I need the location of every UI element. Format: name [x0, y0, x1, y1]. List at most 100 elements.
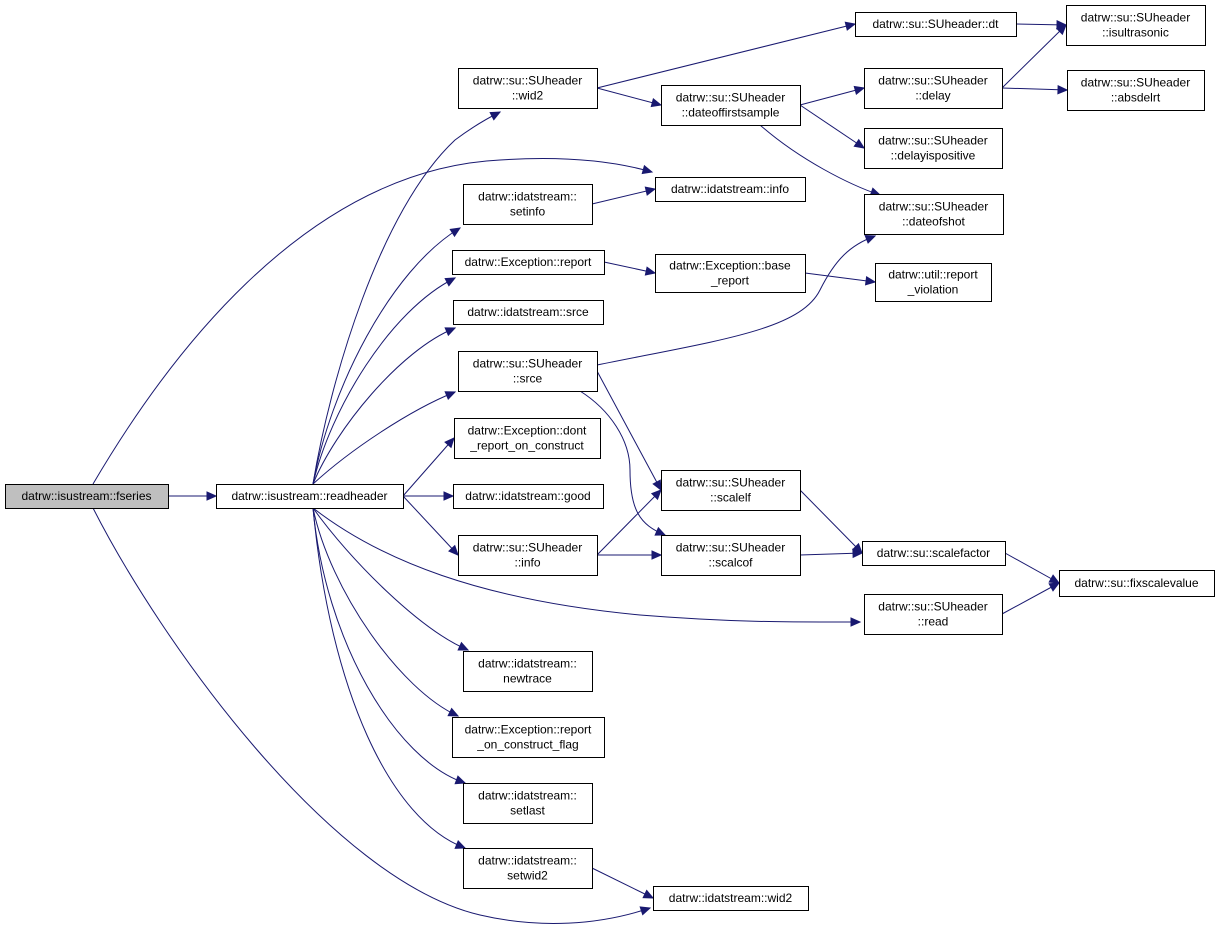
node-ids_setinfo[interactable]: datrw::idatstream::setinfo: [463, 184, 593, 225]
arrowhead-readheader-to-exc_flag: [447, 707, 460, 717]
node-box: [1067, 70, 1205, 111]
node-su_dofs[interactable]: datrw::su::SUheader::dateoffirstsample: [661, 85, 801, 126]
node-label: datrw::util::report: [888, 268, 978, 282]
node-box: [862, 541, 1006, 566]
node-su_absdelrt[interactable]: datrw::su::SUheader::absdelrt: [1067, 70, 1205, 111]
node-box: [458, 68, 598, 109]
arrowhead-readheader-to-su_wid2: [489, 111, 502, 121]
arrowhead-su_wid2-to-su_dofs: [650, 97, 663, 108]
node-box: [864, 194, 1004, 235]
edge-su_scalcof-to-su_scalefactor: [799, 552, 863, 556]
node-box: [864, 68, 1003, 109]
node-label: datrw::su::SUheader: [473, 74, 582, 88]
arrowhead-readheader-to-su_read: [850, 617, 862, 627]
node-ids_setwid2[interactable]: datrw::idatstream::setwid2: [463, 848, 593, 889]
node-su_scalelf[interactable]: datrw::su::SUheader::scalelf: [661, 470, 801, 511]
node-label: datrw::su::SUheader: [473, 357, 582, 371]
node-exc_dont[interactable]: datrw::Exception::dont_report_on_constru…: [454, 418, 601, 459]
node-su_info[interactable]: datrw::su::SUheader::info: [458, 535, 598, 576]
arrowhead-fseries-to-ids_info: [641, 164, 654, 175]
arrowhead-ids_setinfo-to-ids_info: [644, 186, 657, 196]
node-ids_setlast[interactable]: datrw::idatstream::setlast: [463, 783, 593, 824]
nodes-layer: datrw::isustream::fseries datrw::isustrea…: [5, 5, 1215, 911]
arrowhead-su_info-to-su_scalelf: [650, 489, 662, 501]
arrowhead-ids_setwid2-to-ids_wid2: [642, 889, 655, 899]
node-label: newtrace: [503, 672, 552, 686]
node-su_scalefactor[interactable]: datrw::su::scalefactor: [862, 541, 1006, 566]
node-box: [452, 717, 605, 758]
arrowhead-readheader-to-exc_report: [444, 277, 457, 287]
node-label: datrw::Exception::dont: [468, 424, 587, 438]
arrowhead-su_delay-to-su_isultra: [1055, 24, 1067, 36]
node-label: datrw::idatstream::: [478, 657, 577, 671]
node-ids_info[interactable]: datrw::idatstream::info: [655, 177, 806, 202]
node-su_fixscale[interactable]: datrw::su::fixscalevalue: [1059, 570, 1215, 597]
node-label: datrw::isustream::fseries: [21, 489, 151, 503]
edge-su_srce-to-su_scalelf: [596, 370, 662, 491]
edge-su_delay-to-su_isultra: [1001, 24, 1067, 89]
node-label: setinfo: [510, 205, 546, 219]
node-su_scalcof[interactable]: datrw::su::SUheader::scalcof: [661, 535, 801, 576]
node-readheader[interactable]: datrw::isustream::readheader: [216, 484, 404, 509]
edge-su_delay-to-su_absdelrt: [1001, 87, 1068, 91]
node-su_delaypos[interactable]: datrw::su::SUheader::delayispositive: [864, 128, 1003, 169]
node-exc_base[interactable]: datrw::Exception::base_report: [655, 254, 806, 293]
arrowhead-readheader-to-ids_srce: [444, 327, 457, 337]
edge-readheader-to-ids_setwid2: [312, 507, 466, 849]
edge-su_info-to-su_scalelf: [596, 489, 662, 556]
node-ids_wid2[interactable]: datrw::idatstream::wid2: [653, 886, 809, 911]
node-su_dateofshot[interactable]: datrw::su::SUheader::dateofshot: [864, 194, 1004, 235]
node-label: datrw::su::SUheader: [1081, 76, 1190, 90]
node-fseries[interactable]: datrw::isustream::fseries: [5, 484, 169, 509]
node-box: [463, 848, 593, 889]
node-box: [864, 128, 1003, 169]
node-label: datrw::idatstream::: [478, 854, 577, 868]
node-util_report[interactable]: datrw::util::report_violation: [875, 263, 992, 302]
arrowhead-readheader-to-ids_setlast: [454, 775, 467, 785]
node-label: datrw::idatstream::wid2: [669, 891, 793, 905]
arrowhead-readheader-to-ids_setwid2: [454, 839, 467, 849]
node-box: [216, 484, 404, 509]
node-box: [653, 886, 809, 911]
node-exc_report[interactable]: datrw::Exception::report: [452, 250, 605, 275]
node-su_dt[interactable]: datrw::su::SUheader::dt: [855, 12, 1017, 37]
node-label: datrw::su::SUheader: [1081, 11, 1190, 25]
node-ids_good[interactable]: datrw::idatstream::good: [453, 484, 604, 509]
node-label: _violation: [907, 283, 959, 297]
edge-su_wid2-to-su_dt: [596, 23, 856, 89]
edge-ids_setinfo-to-ids_info: [591, 188, 656, 205]
node-box: [452, 250, 605, 275]
node-label: ::read: [918, 615, 949, 629]
edge-readheader-to-ids_srce: [312, 327, 456, 485]
edge-su_scalefactor-to-su_fixscale: [1004, 552, 1060, 584]
edge-su_scalelf-to-su_scalefactor: [799, 489, 863, 554]
edge-readheader-to-su_srce: [312, 391, 456, 485]
edge-fseries-to-ids_wid2: [92, 507, 651, 924]
node-su_delay[interactable]: datrw::su::SUheader::delay: [864, 68, 1003, 109]
node-ids_srce[interactable]: datrw::idatstream::srce: [453, 300, 604, 325]
node-ids_newtrace[interactable]: datrw::idatstream::newtrace: [463, 651, 593, 692]
node-label: datrw::su::SUheader: [676, 476, 785, 490]
node-label: ::isultrasonic: [1102, 26, 1169, 40]
node-su_srce[interactable]: datrw::su::SUheader::srce: [458, 351, 598, 392]
node-exc_flag[interactable]: datrw::Exception::report_on_construct_fl…: [452, 717, 605, 758]
edge-su_srce-to-su_scalcof: [579, 390, 666, 536]
node-label: _report_on_construct: [469, 439, 584, 453]
arrowhead-fseries-to-ids_wid2: [639, 906, 652, 916]
arrowhead-su_info-to-su_scalcof: [651, 550, 663, 560]
node-su_wid2[interactable]: datrw::su::SUheader::wid2: [458, 68, 598, 109]
edge-readheader-to-ids_newtrace: [312, 507, 469, 651]
edges-layer: [92, 20, 1069, 924]
node-box: [661, 85, 801, 126]
arrowhead-su_delay-to-su_absdelrt: [1057, 84, 1069, 95]
arrowhead-exc_report-to-exc_base: [644, 266, 657, 276]
arrowhead-su_scalcof-to-su_scalefactor: [852, 548, 864, 559]
node-su_isultra[interactable]: datrw::su::SUheader::isultrasonic: [1066, 5, 1206, 46]
edge-su_dofs-to-su_delay: [799, 87, 865, 106]
node-box: [463, 651, 593, 692]
node-label: ::scalelf: [710, 491, 751, 505]
node-su_read[interactable]: datrw::su::SUheader::read: [864, 594, 1003, 635]
node-label: datrw::idatstream::srce: [467, 305, 589, 319]
edge-readheader-to-su_wid2: [312, 111, 501, 485]
arrowhead-exc_base-to-util_report: [864, 276, 877, 286]
